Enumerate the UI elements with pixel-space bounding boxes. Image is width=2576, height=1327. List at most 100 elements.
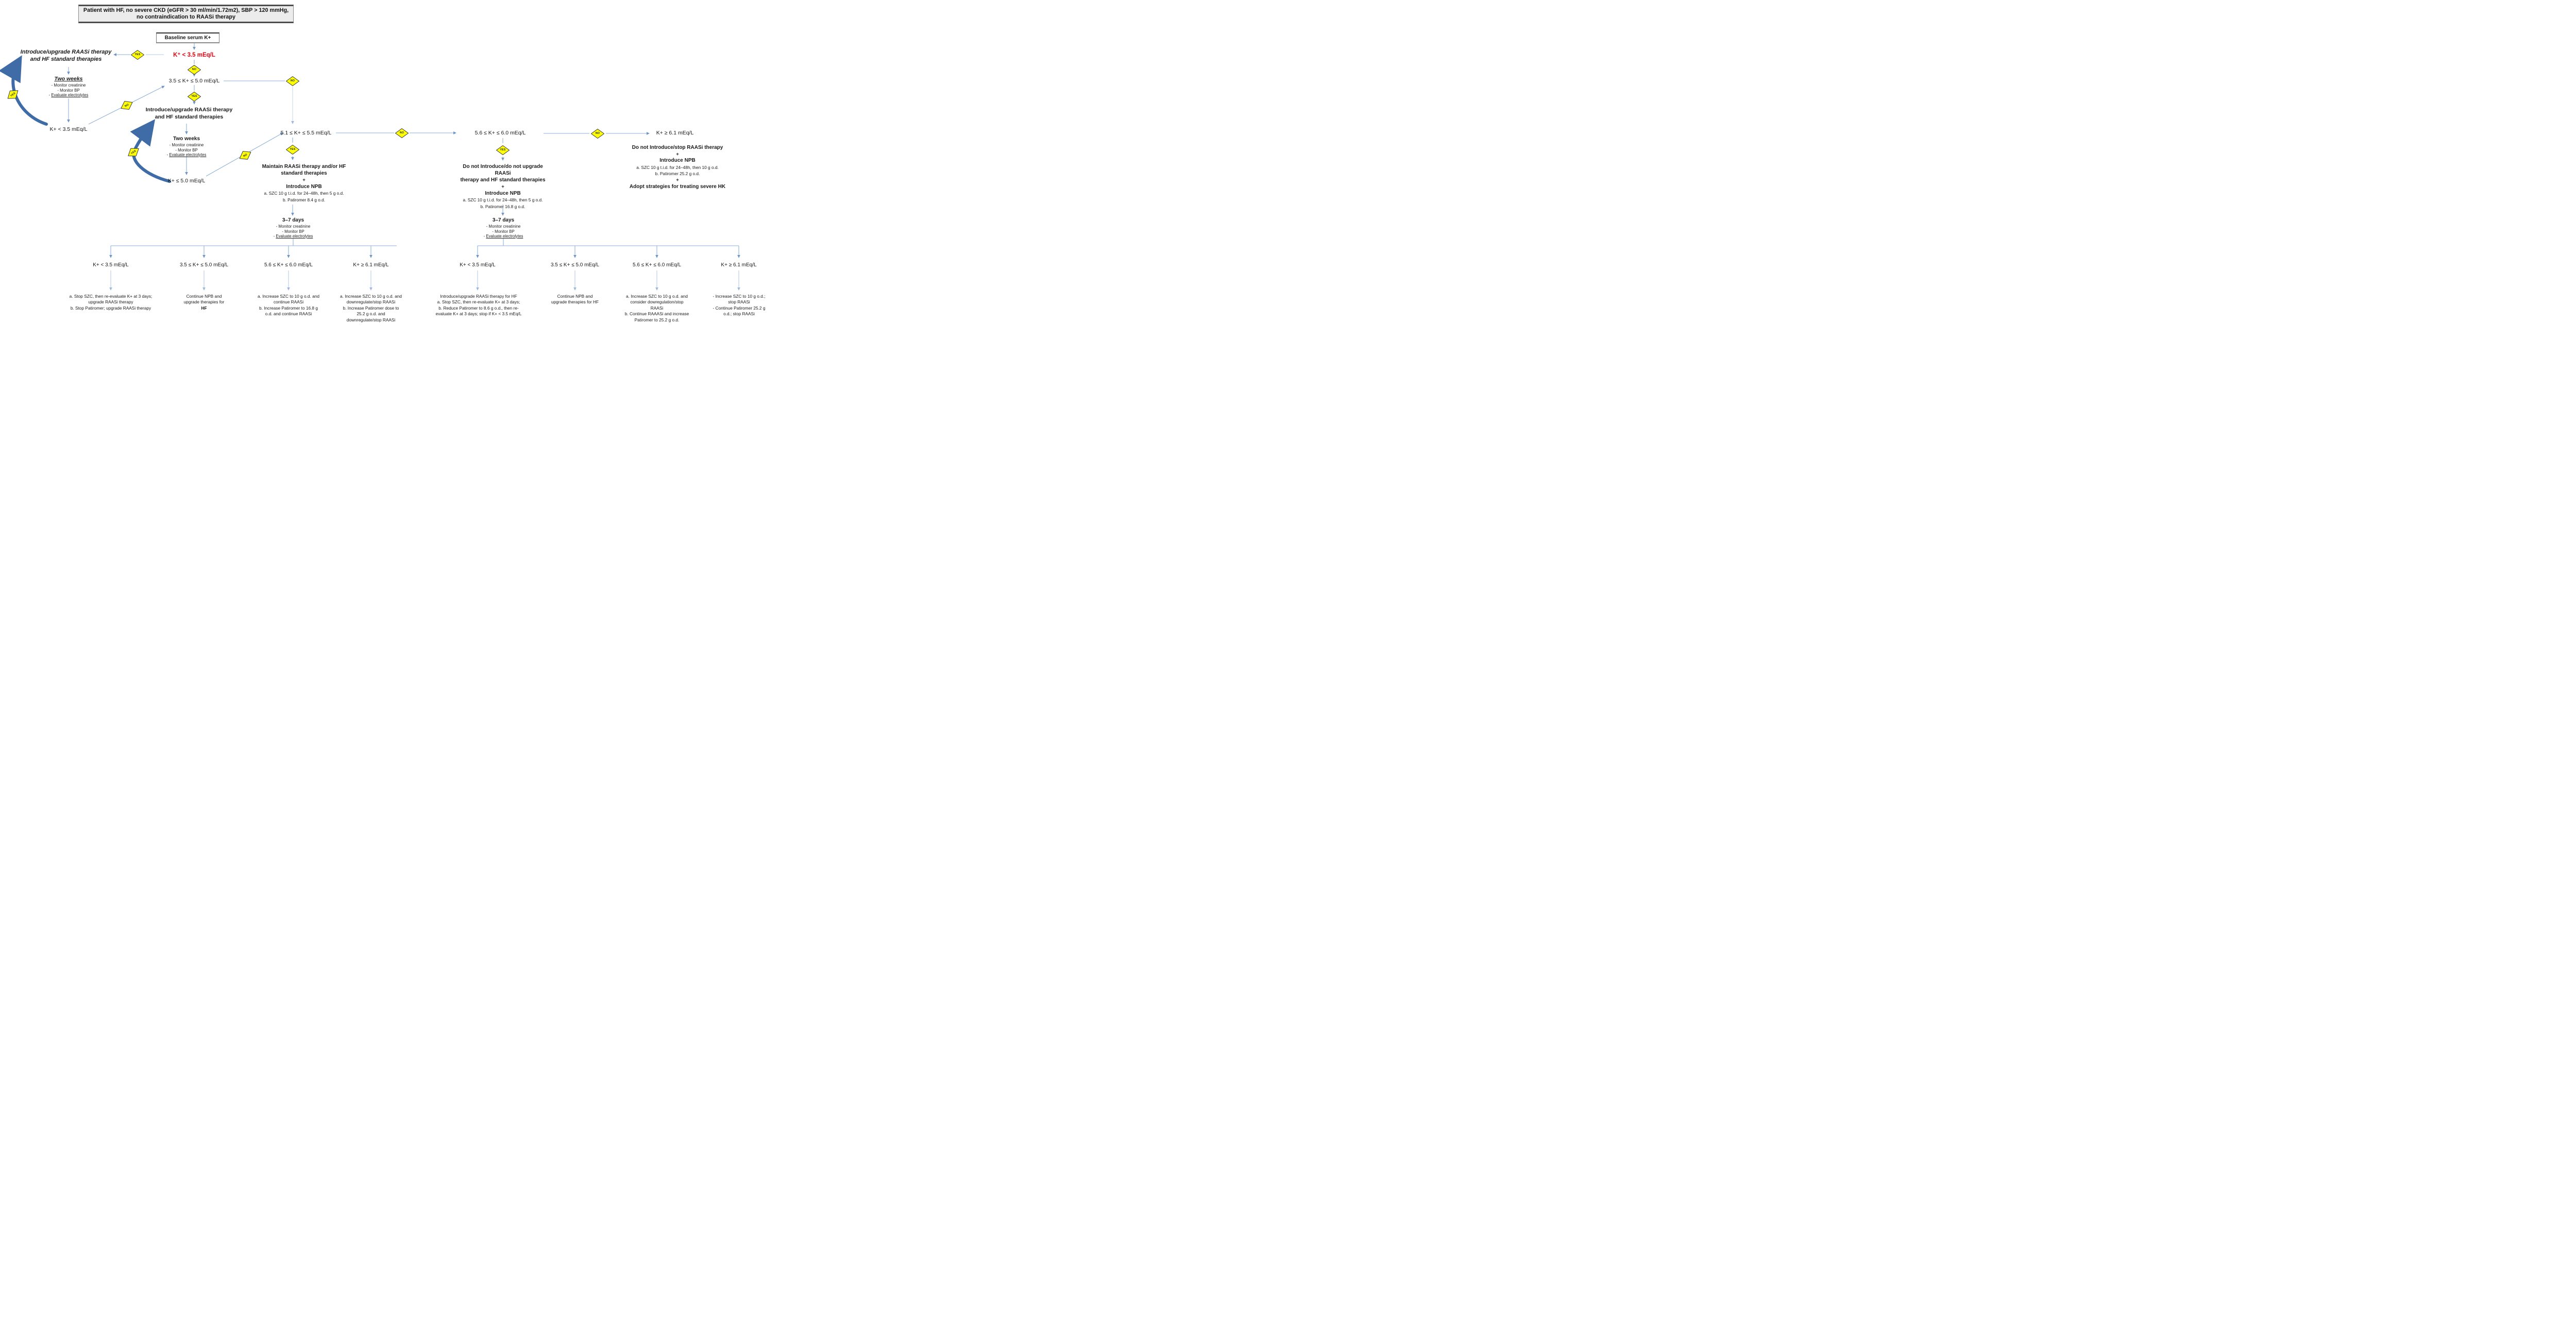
diamond-icon [188, 64, 201, 75]
maintain-line1: Maintain RAASi therapy and/or HF [262, 164, 346, 169]
severe-option-b: b. Patiromer 25.2 g o.d. [655, 171, 700, 177]
intro-upgrade-raasi-top-left: Introduce/upgrade RAASi therapy and HF s… [15, 49, 116, 63]
diamond-icon [286, 76, 299, 86]
k-ge-61-label: K+ ≥ 6.1 mEq/L [656, 130, 694, 136]
monitoring-4-item3: Evaluate electrolytes [472, 234, 534, 239]
loop-arrows [0, 55, 171, 183]
branch-right-k-low: K+ < 3.5 mEq/L [460, 262, 496, 268]
yes-diamond-on-left-loop: YES [5, 87, 21, 103]
intro2-line2: and HF standard therapies [155, 113, 224, 120]
do-not-introduce-block: Do not Introduce/do not upgrade RAASi th… [456, 163, 549, 210]
yes-diamond-below-56-60: YES [496, 145, 510, 155]
monitoring-2-item3: Evaluate electrolytes [156, 152, 217, 158]
two-weeks-title-2: Two weeks [173, 136, 200, 142]
intro2-line1: Introduce/upgrade RAASi therapy [145, 107, 233, 113]
three-seven-days-title-right: 3–7 days [492, 217, 515, 223]
yes-diamond-label: YES [500, 148, 506, 151]
maintain-raasi-block: Maintain RAASi therapy and/or HF standar… [258, 163, 350, 203]
diamond-icon [7, 90, 19, 99]
maintain-plus: + [302, 177, 306, 183]
no-diamond-label: NO [290, 79, 295, 82]
k-51-55-label: 5.1 ≤ K+ ≤ 5.5 mEq/L [280, 130, 332, 136]
donot-line2: therapy and HF standard therapies [460, 177, 546, 183]
branch-right-k-56-60: 5.6 ≤ K+ ≤ 6.0 mEq/L [632, 262, 682, 268]
patient-criteria-box: Patient with HF, no severe CKD (eGFR > 3… [78, 5, 294, 23]
no-diamond-label: NO [595, 132, 600, 135]
monitoring-3-item2: Monitor BP [262, 229, 324, 234]
k-le-5-0-loop-label: K+ ≤ 5.0 mEq/L [167, 178, 206, 184]
flowchart-canvas: Patient with HF, no severe CKD (eGFR > 3… [0, 0, 773, 332]
donot-plus: + [501, 184, 504, 190]
diamond-icon [239, 150, 251, 160]
donot-line1: Do not Introduce/do not upgrade RAASi [463, 164, 543, 176]
monitoring-list-1: Monitor creatinine Monitor BP Evaluate e… [38, 83, 99, 98]
no-diamond-label: NO [399, 131, 404, 134]
diamond-icon [121, 100, 133, 110]
monitoring-list-3: Monitor creatinine Monitor BP Evaluate e… [262, 224, 324, 239]
maintain-option-b: b. Patiromer 8.4 g o.d. [282, 197, 326, 202]
baseline-serum-k-box: Baseline serum K+ [156, 32, 219, 43]
outcome-right-col4: - Increase SZC to 10 g o.d.;stop RAASi- … [713, 294, 766, 317]
monitoring-3-item3: Evaluate electrolytes [262, 234, 324, 239]
loop-arrow-left [0, 55, 48, 126]
branch-left-k-56-60: 5.6 ≤ K+ ≤ 6.0 mEq/L [264, 262, 313, 268]
severe-plus1: + [676, 151, 679, 157]
donot-npb: Introduce NPB [485, 191, 521, 196]
monitoring-list-4: Monitor creatinine Monitor BP Evaluate e… [472, 224, 534, 239]
severe-option-a: a. SZC 10 g t.i.d. for 24–48h, then 10 g… [636, 164, 719, 170]
intro1-line1: Introduce/upgrade RAASi therapy [20, 49, 112, 55]
intro1-line2: and HF standard therapies [30, 56, 102, 62]
maintain-npb: Introduce NPB [286, 184, 322, 190]
no-diamond-diagonal-left: NO [118, 98, 135, 113]
donot-option-a: a. SZC 10 g t.i.d. for 24–48h, then 5 g … [463, 197, 543, 202]
yes-diamond-below-35-50: YES [188, 91, 201, 101]
yes-diamond-label: YES [290, 148, 296, 151]
diamond-icon [286, 144, 299, 155]
no-diamond-label: NO [192, 68, 197, 71]
no-diamond-diagonal-center: NO [237, 147, 253, 162]
no-diamond-51-to-56: NO [395, 128, 409, 138]
maintain-line2: standard therapies [281, 171, 327, 176]
yes-diamond-label: YES [134, 53, 141, 56]
no-diamond-right-of-35-50: NO [286, 76, 299, 86]
k-below-3-5-red-label: K⁺ < 3.5 mEq/L [173, 52, 215, 58]
diamond-icon [591, 128, 604, 139]
diamond-icon [128, 148, 139, 156]
branch-right-k-ge-61: K+ ≥ 6.1 mEq/L [721, 262, 757, 268]
k-35-50-label: 3.5 ≤ K+ ≤ 5.0 mEq/L [168, 78, 220, 84]
monitoring-3-item1: Monitor creatinine [262, 224, 324, 229]
severe-hk-block: Do not Introduce/stop RAASi therapy + In… [625, 145, 730, 190]
diamond-icon [395, 128, 409, 138]
monitoring-1-item2: Monitor BP [38, 88, 99, 93]
no-diamond-56-to-61: NO [591, 128, 604, 139]
outcome-left-col1: a. Stop SZC, then re-evaluate K+ at 3 da… [69, 294, 152, 311]
yes-diamond-on-center-loop: YES [125, 144, 142, 160]
diamond-icon [188, 91, 201, 101]
branch-left-k-ge-61: K+ ≥ 6.1 mEq/L [353, 262, 389, 268]
patient-criteria-line1: Patient with HF, no severe CKD (eGFR > 3… [83, 7, 289, 13]
yes-diamond-below-51-55: YES [286, 144, 299, 155]
monitoring-list-2: Monitor creatinine Monitor BP Evaluate e… [156, 143, 217, 158]
severe-npb: Introduce NPB [659, 158, 696, 164]
two-weeks-title-1: Two weeks [54, 76, 83, 82]
k-56-60-label: 5.6 ≤ K+ ≤ 6.0 mEq/L [474, 130, 526, 136]
monitoring-2-item1: Monitor creatinine [156, 143, 217, 148]
connector-layer [0, 43, 740, 291]
k-below-3-5-loop-label: K+ < 3.5 mEq/L [49, 126, 88, 132]
patient-criteria-line2: no contraindication to RAASi therapy [137, 14, 235, 20]
donot-option-b: b. Patiromer 16.8 g o.d. [480, 204, 526, 209]
yes-diamond-label: YES [191, 95, 197, 98]
branch-left-k-35-50: 3.5 ≤ K+ ≤ 5.0 mEq/L [179, 262, 229, 268]
monitoring-2-item2: Monitor BP [156, 148, 217, 153]
severe-line1: Do not Introduce/stop RAASi therapy [632, 145, 723, 150]
diamond-icon [496, 145, 510, 155]
monitoring-4-item2: Monitor BP [472, 229, 534, 234]
severe-adopt: Adopt strategies for treating severe HK [629, 183, 726, 190]
branch-right-k-35-50: 3.5 ≤ K+ ≤ 5.0 mEq/L [550, 262, 600, 268]
three-seven-days-title-left: 3–7 days [282, 217, 304, 223]
